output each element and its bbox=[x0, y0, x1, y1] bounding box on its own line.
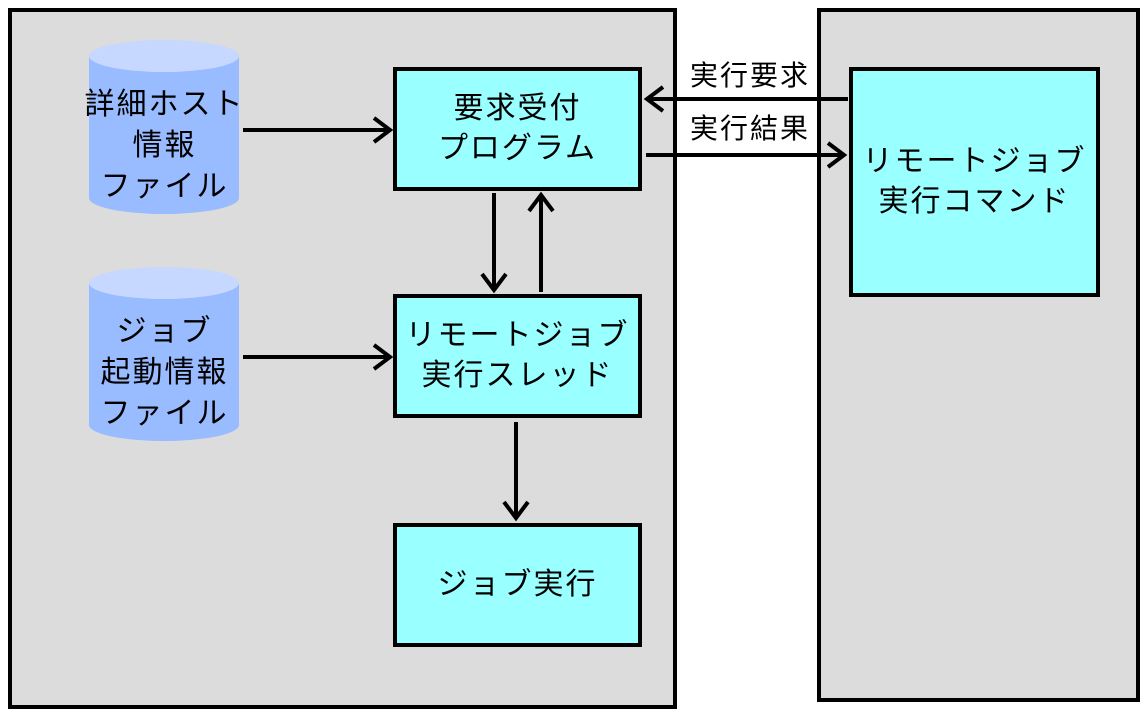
job-start-info-file-label: ジョブ 起動情報 ファイル bbox=[100, 314, 229, 431]
database-icon bbox=[89, 267, 239, 441]
database-icon bbox=[89, 40, 239, 214]
job-start-info-file: ジョブ 起動情報 ファイル bbox=[87, 267, 242, 442]
detail-host-info-file: 詳細ホスト 情報 ファイル bbox=[85, 40, 243, 215]
remote-job-execution-command: リモートジョブ 実行コマンド bbox=[849, 67, 1100, 297]
remote-job-execution-thread: リモートジョブ 実行スレッド bbox=[393, 294, 642, 418]
execution-request-label: 実行要求 bbox=[690, 59, 811, 92]
detail-host-info-file-label: 詳細ホスト 情報 ファイル bbox=[84, 87, 245, 204]
request-receiver-program: 要求受付 プログラム bbox=[393, 67, 642, 191]
execution-result-label: 実行結果 bbox=[690, 112, 811, 145]
job-execution: ジョブ実行 bbox=[393, 523, 642, 647]
